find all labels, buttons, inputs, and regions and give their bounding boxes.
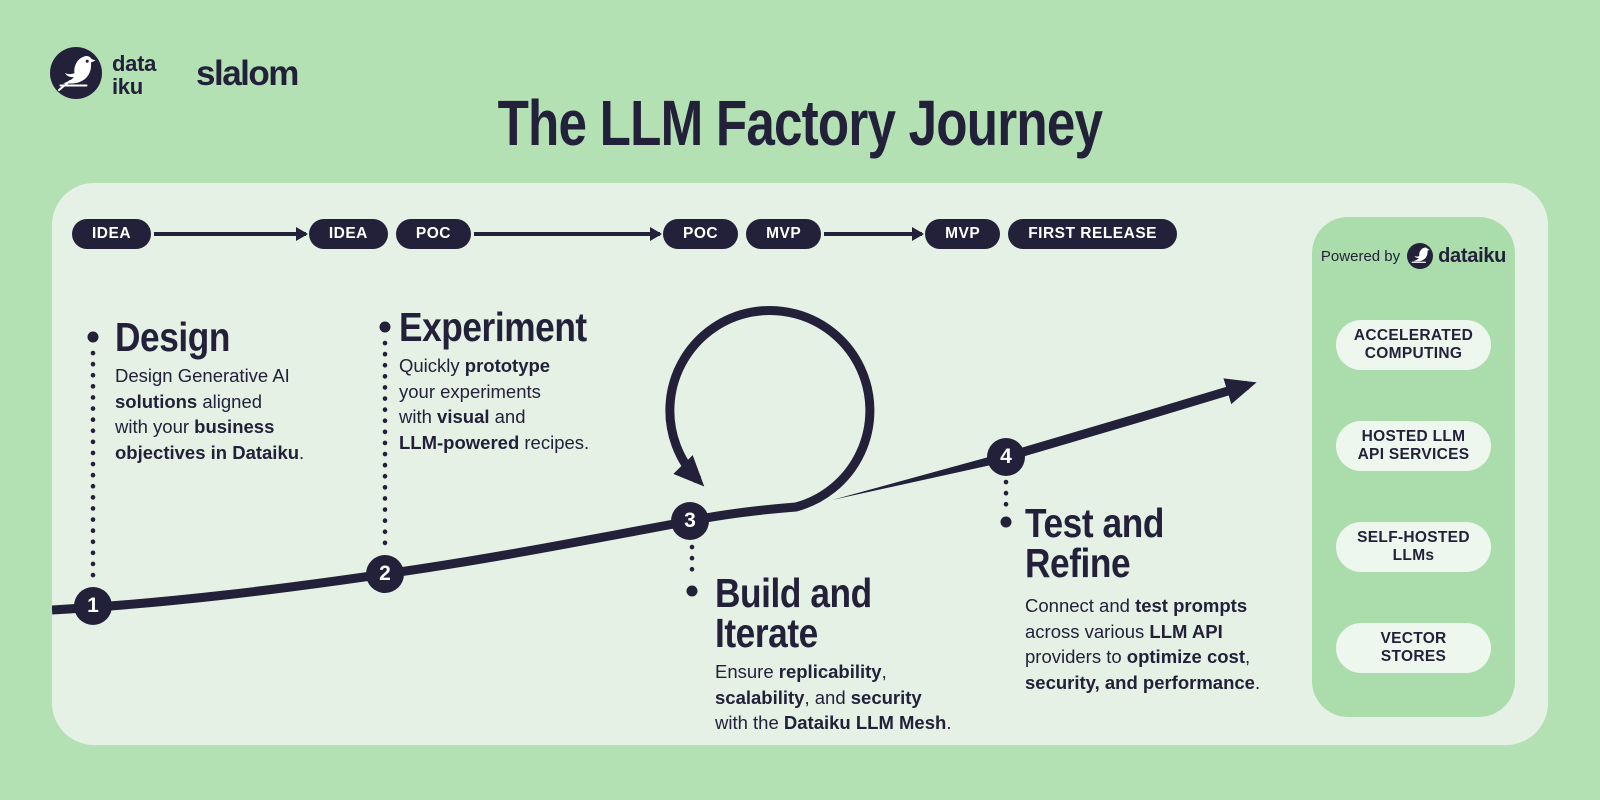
stage-pill-mvp-2: MVP [925, 219, 1001, 249]
section-experiment-title: Experiment [399, 304, 587, 350]
powered-by-brand: dataiku [1438, 244, 1507, 267]
stage-pill-poc-2: POC [663, 219, 739, 249]
dataiku-bird-icon [50, 47, 102, 99]
stage-pill-row: IDEA IDEA POC POC MVP MVP FIRST RELEASE [72, 219, 1177, 249]
slalom-logo: slalom [196, 54, 299, 93]
stage-pill-idea-1: IDEA [72, 219, 152, 249]
stage-arrow-1 [154, 232, 306, 236]
milestone-bullet-4 [1000, 516, 1012, 528]
stage-arrow-3 [824, 232, 923, 236]
powered-by-row: Powered by dataiku [1312, 243, 1515, 269]
milestone-bullet-1 [87, 331, 99, 343]
stage-pill-mvp-1: MVP [746, 219, 822, 249]
journey-panel: IDEA IDEA POC POC MVP MVP FIRST RELEASE … [52, 183, 1548, 745]
milestone-bullet-3 [686, 585, 698, 597]
dataiku-logo-text: data iku [112, 52, 156, 98]
milestone-number-1: 1 [74, 587, 112, 625]
dataiku-logo-text-line2: iku [112, 74, 143, 99]
dataiku-bird-icon-small [1407, 243, 1434, 269]
milestone-number-3: 3 [671, 502, 709, 540]
milestone-bullet-2 [379, 321, 391, 333]
stage-arrow-2 [473, 232, 660, 236]
section-build-iterate-body: Ensure replicability,scalability, and se… [715, 661, 952, 733]
powered-by-label: Powered by [1320, 247, 1401, 265]
milestone-number-2: 2 [366, 555, 404, 593]
milestone-number-4: 4 [987, 438, 1025, 476]
stage-pill-poc-1: POC [395, 219, 471, 249]
stage-pill-idea-2: IDEA [308, 219, 388, 249]
section-design-title: Design [115, 314, 230, 360]
stage-pill-first-release: FIRST RELEASE [1008, 219, 1177, 249]
journey-line-taper [832, 452, 1007, 500]
journey-line-final [1004, 378, 1257, 462]
page-title: The LLM Factory Journey [497, 87, 1103, 159]
dataiku-logo-text-line1: data [112, 51, 157, 76]
